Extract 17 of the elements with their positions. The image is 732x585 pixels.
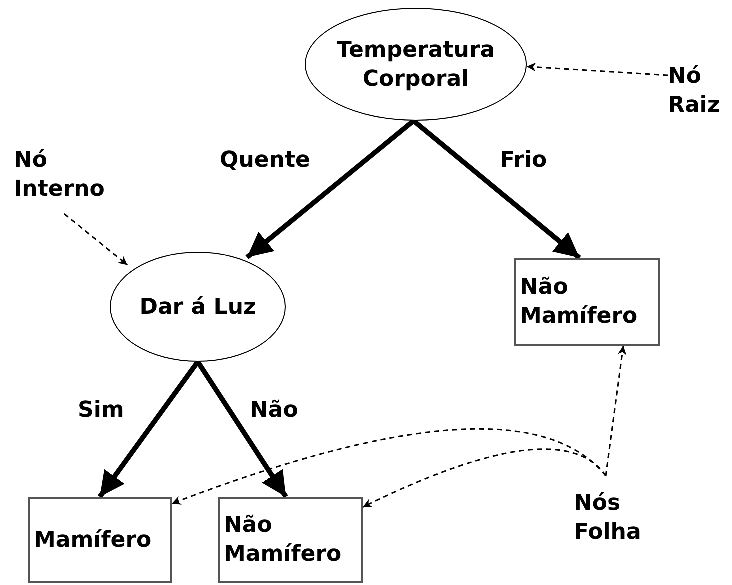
arrow: [246, 119, 416, 260]
decision-ellipse: Dar á Luz: [110, 252, 286, 362]
decision-ellipse: Temperatura Corporal: [305, 8, 527, 121]
callout-text: Nó Interno: [14, 145, 126, 205]
leaf-box: Mamífero: [28, 497, 172, 583]
arrow: [412, 119, 582, 260]
leader-line: [64, 213, 128, 266]
leaf-box: Não Mamífero: [514, 258, 660, 346]
leader-line: [362, 448, 607, 508]
leader-line: [605, 346, 627, 476]
leaf-box: Não Mamífero: [218, 497, 363, 583]
callout-text: Nós Folha: [574, 488, 654, 548]
leader-line: [526, 62, 668, 76]
callout-text: Nó Raiz: [668, 60, 732, 122]
arrow: [98, 360, 200, 498]
leader-line: [172, 428, 607, 505]
arrow: [196, 360, 288, 498]
